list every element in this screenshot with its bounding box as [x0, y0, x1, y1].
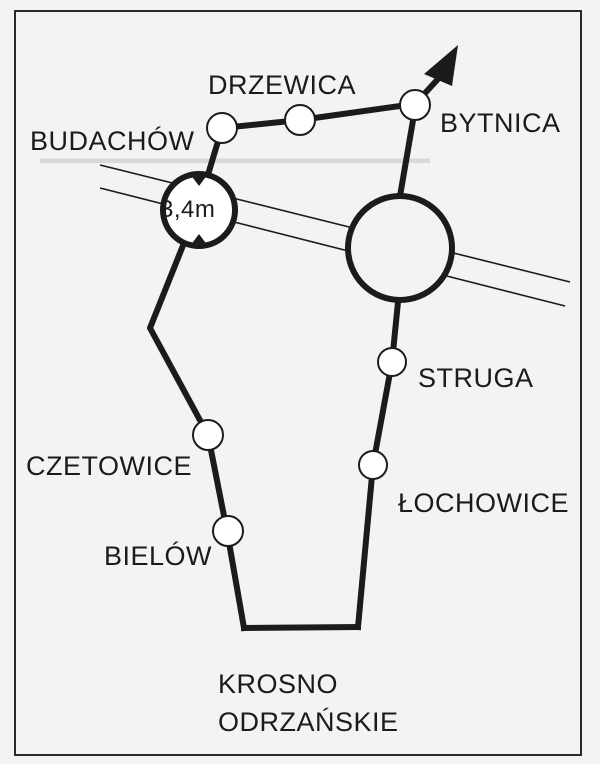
- place-krosno-line1: KROSNO: [218, 669, 339, 699]
- node-bielow: [212, 515, 244, 547]
- map-frame: [14, 10, 582, 756]
- node-budachow: [206, 112, 238, 144]
- place-bytnica: BYTNICA: [440, 108, 561, 138]
- place-struga: STRUGA: [418, 363, 534, 393]
- node-lochowice: [358, 450, 388, 480]
- town-nodes: [192, 89, 431, 547]
- place-budachow: BUDACHÓW: [30, 126, 195, 156]
- bleed-through-text: ▬▬▬▬▬▬▬▬▬▬▬▬▬▬▬▬▬▬▬▬▬▬▬▬▬▬: [40, 150, 430, 167]
- clearance-label: 3,4m: [160, 196, 216, 223]
- roundabout-circle: [345, 193, 455, 303]
- place-krosno-line2: ODRZAŃSKIE: [218, 707, 399, 737]
- place-bielow: BIELÓW: [104, 541, 213, 571]
- node-drzewica: [284, 104, 316, 136]
- place-lochowice: ŁOCHOWICE: [398, 488, 570, 518]
- node-struga: [377, 347, 407, 377]
- node-bytnica: [399, 89, 431, 121]
- node-czetowice: [192, 419, 224, 451]
- height-restriction-sign: [160, 171, 238, 249]
- place-czetowice: CZETOWICE: [26, 451, 192, 481]
- place-drzewica: DRZEWICA: [208, 70, 356, 100]
